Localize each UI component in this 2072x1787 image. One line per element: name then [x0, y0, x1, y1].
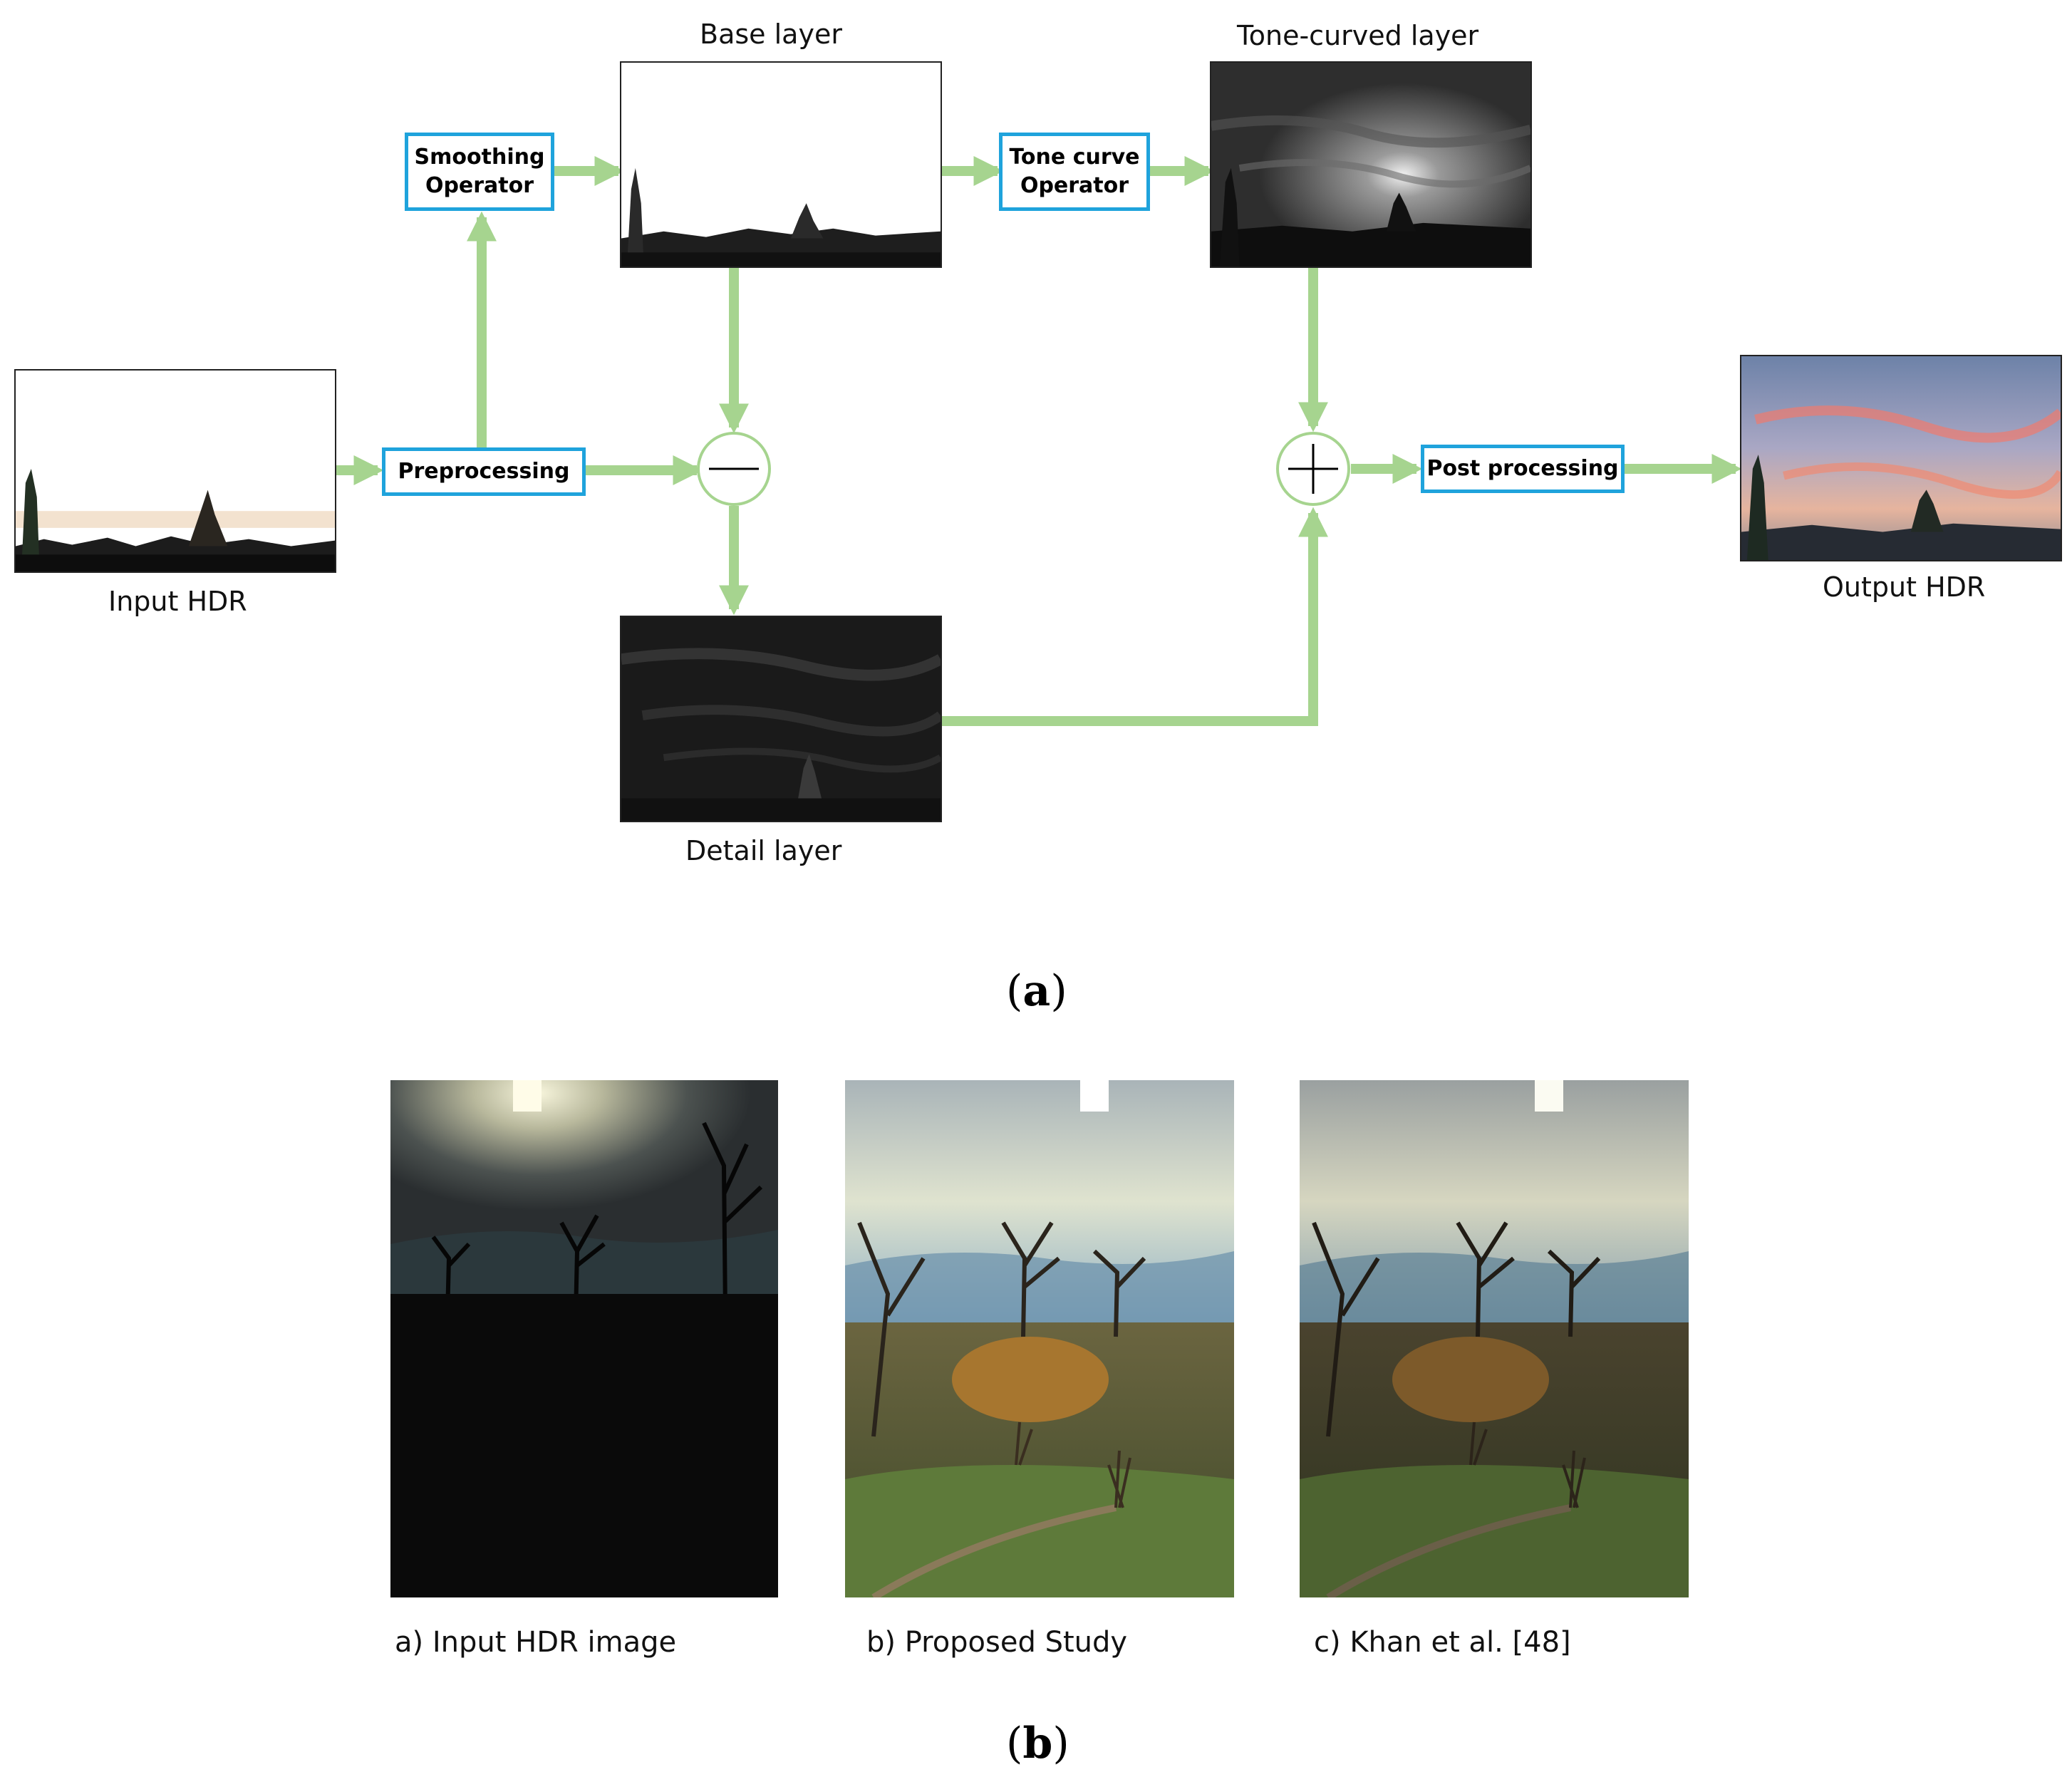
base-layer-label: Base layer [700, 19, 842, 50]
input-hdr-image [14, 369, 336, 573]
input-hdr-label: Input HDR [108, 586, 247, 617]
input-hdr-photo [390, 1080, 778, 1597]
add-node [1276, 432, 1350, 506]
smoothing-operator-box: Smoothing Operator [405, 133, 554, 211]
tone-curved-layer-label: Tone-curved layer [1237, 20, 1479, 51]
subtract-node [697, 432, 771, 506]
panel-b-letter: b [1022, 1719, 1053, 1768]
caption-input-hdr-image: a) Input HDR image [395, 1626, 677, 1659]
panel-a-open: ( [1006, 966, 1023, 1016]
preprocessing-box: Preprocessing [382, 447, 586, 496]
preprocessing-label: Preprocessing [398, 459, 570, 484]
output-hdr-label: Output HDR [1823, 571, 1986, 603]
panel-b-close: ) [1052, 1719, 1069, 1768]
caption-khan-et-al: c) Khan et al. [48] [1314, 1626, 1571, 1659]
panel-b-label: (b) [1006, 1719, 1069, 1768]
panel-a-letter: a [1022, 966, 1051, 1016]
caption-proposed-study: b) Proposed Study [866, 1626, 1128, 1659]
khan-et-al-photo [1300, 1080, 1689, 1597]
output-hdr-image [1740, 355, 2062, 561]
tone-curve-operator-label: Tone curve Operator [1009, 145, 1140, 198]
post-processing-label: Post processing [1426, 456, 1619, 481]
panel-b-open: ( [1006, 1719, 1023, 1768]
arrow-detail-to-plus [942, 507, 1328, 726]
tone-curve-operator-box: Tone curve Operator [999, 133, 1150, 211]
base-layer-image [620, 61, 942, 268]
post-processing-box: Post processing [1421, 445, 1625, 493]
proposed-study-photo [845, 1080, 1234, 1597]
panel-a-close: ) [1050, 966, 1067, 1016]
detail-layer-label: Detail layer [685, 835, 842, 866]
smoothing-operator-label: Smoothing Operator [414, 145, 545, 198]
tone-curved-layer-image [1210, 61, 1532, 268]
detail-layer-image [620, 616, 942, 822]
panel-a-label: (a) [1006, 966, 1067, 1016]
